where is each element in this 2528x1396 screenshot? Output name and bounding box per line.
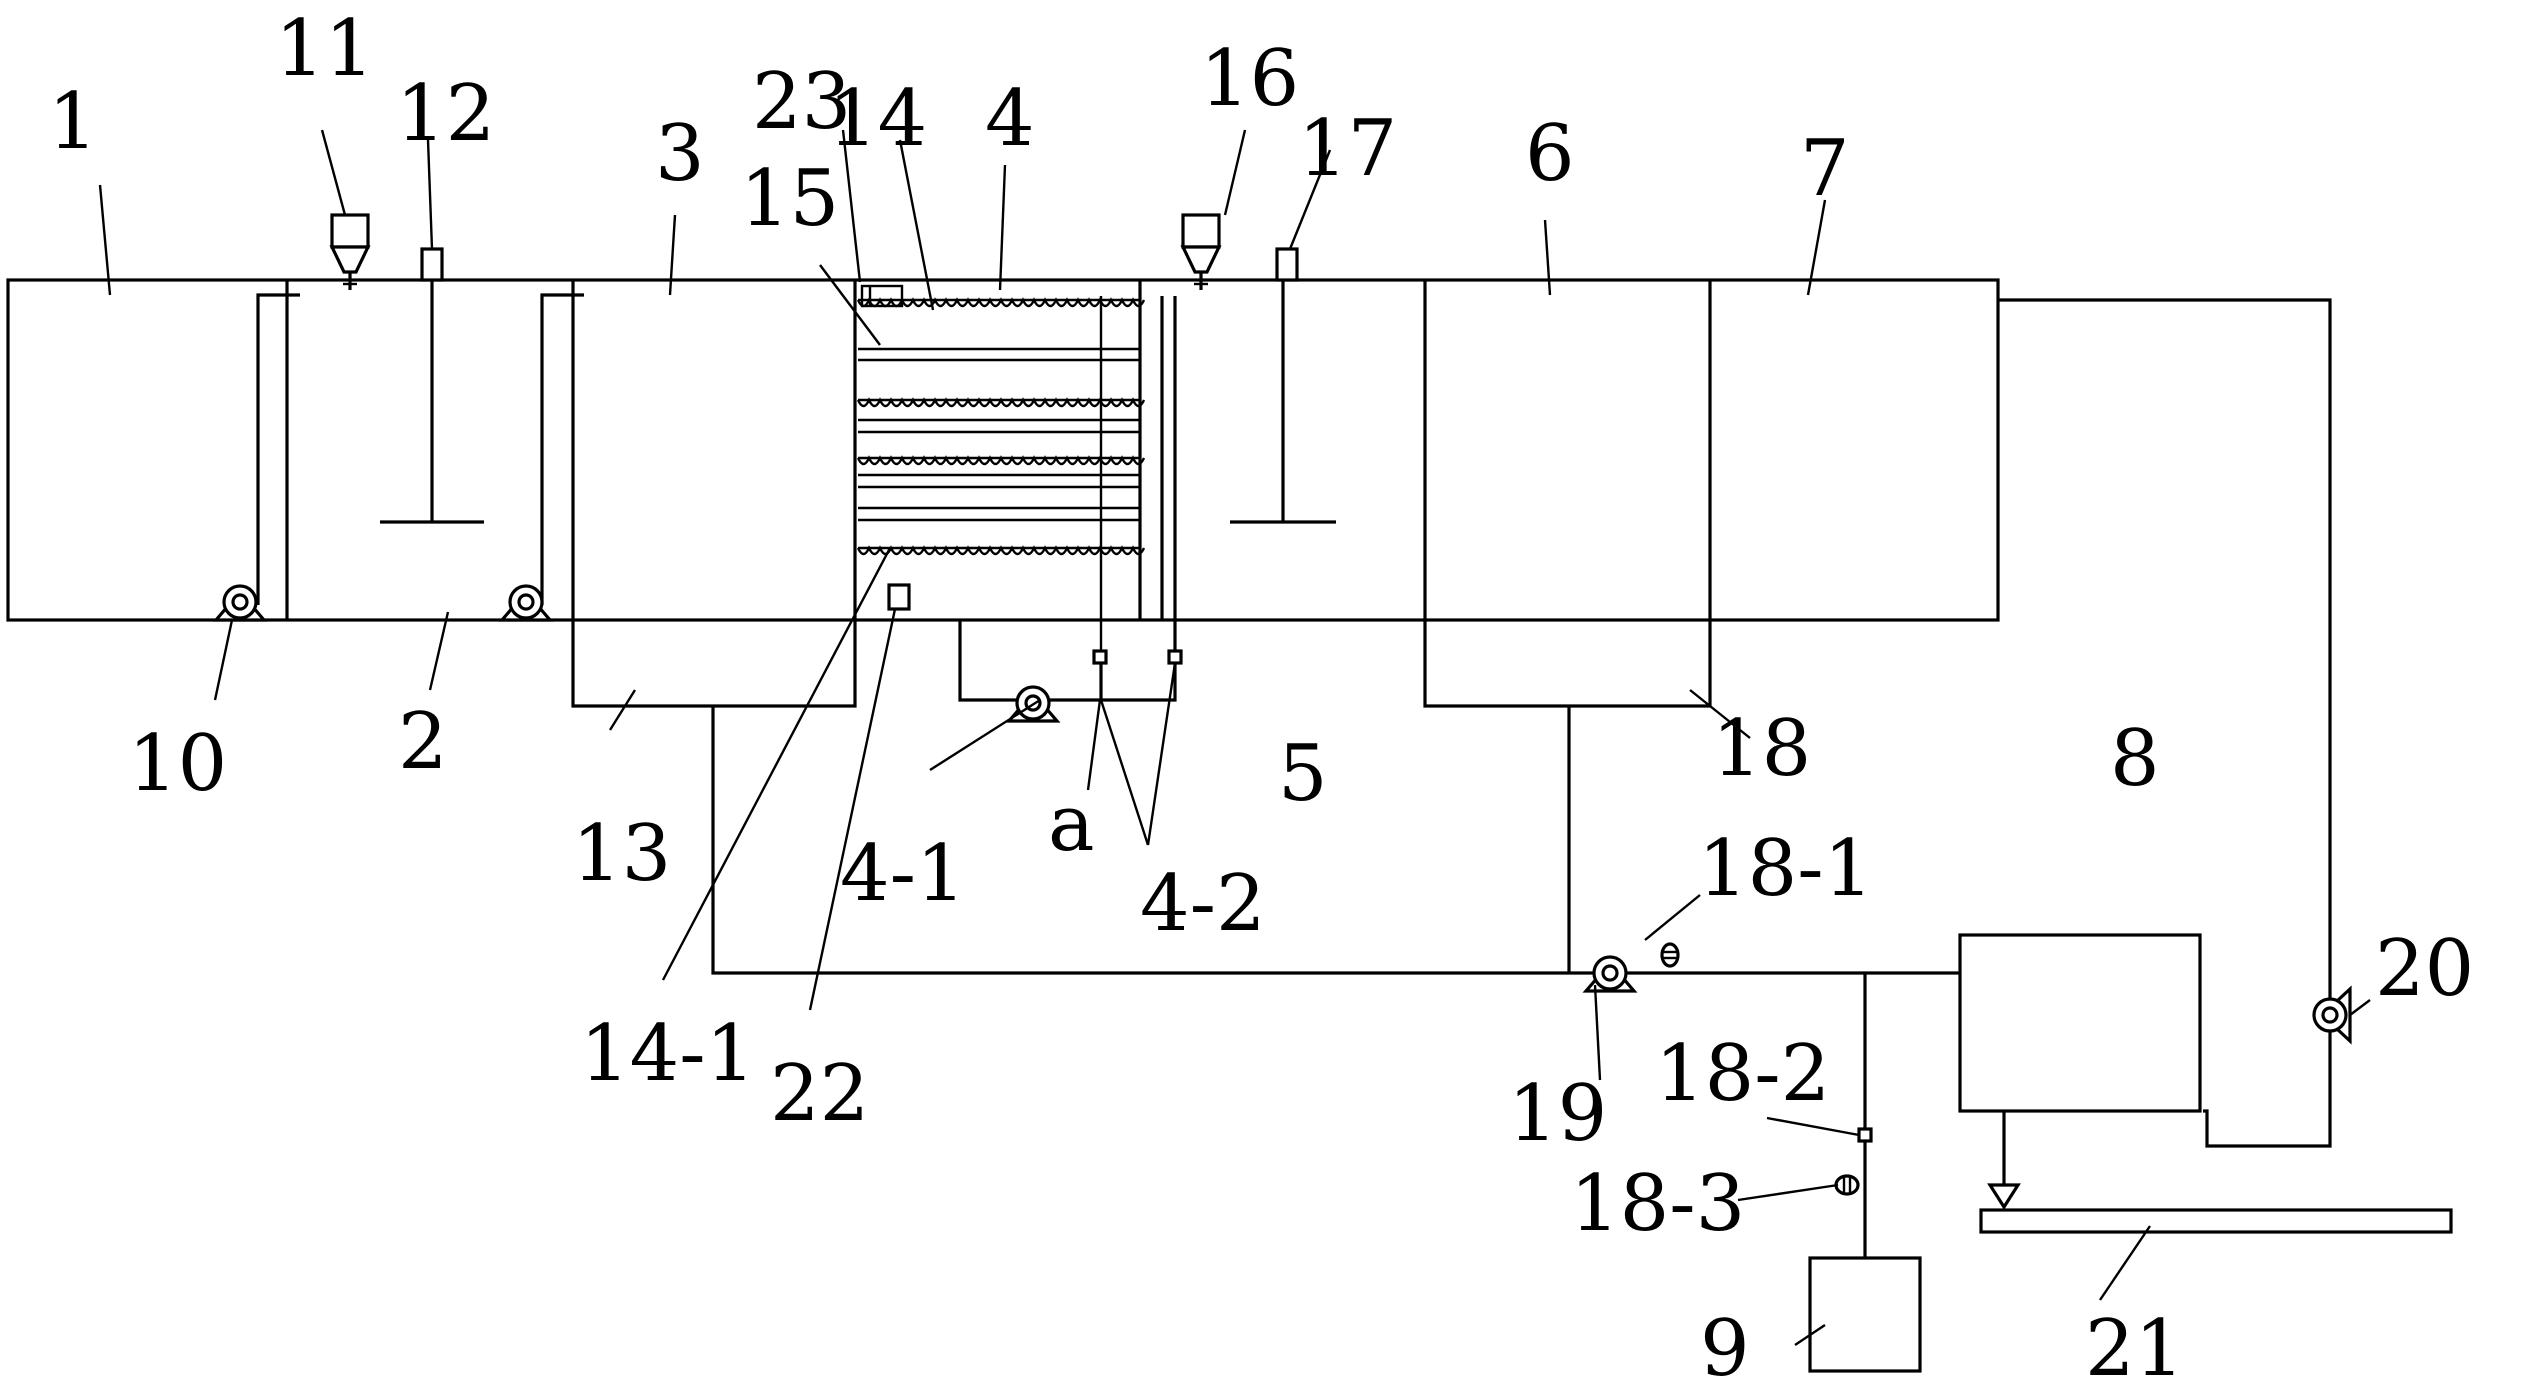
label-16: 16 [1200, 34, 1299, 124]
sludge-pipe-network [711, 706, 1960, 1258]
label-7: 7 [1800, 124, 1850, 214]
label-14: 14 [828, 74, 927, 164]
label-18-2: 18-2 [1655, 1029, 1830, 1119]
label-22: 22 [770, 1049, 869, 1139]
label-18-3: 18-3 [1570, 1159, 1745, 1249]
tank-4-internals [856, 284, 1177, 655]
sensor-17 [1275, 247, 1299, 282]
label-20: 20 [2375, 924, 2474, 1014]
label-a: a [1048, 779, 1095, 869]
label-21: 21 [2085, 1304, 2184, 1391]
valve-18-2 [1857, 1127, 1873, 1143]
stirrer-tank-5 [1230, 270, 1336, 524]
label-13: 13 [572, 809, 671, 899]
label-6: 6 [1525, 109, 1575, 199]
dosing-hopper-16 [1180, 213, 1222, 290]
probe-4-2b [1167, 649, 1183, 665]
sludge-tank-18 [1423, 620, 1712, 708]
label-12: 12 [396, 69, 495, 159]
tank-2-riser-pipe [540, 293, 584, 605]
dosing-hopper-11 [329, 213, 371, 290]
pump-4-1-loop [958, 620, 1183, 702]
valve-18-1 [1660, 942, 1680, 968]
label-18-1: 18-1 [1698, 824, 1873, 914]
label-19: 19 [1508, 1069, 1607, 1159]
label-4-2: 4-2 [1140, 859, 1266, 949]
label-15: 15 [740, 154, 839, 244]
main-tank-row [6, 278, 2000, 622]
pump-4-1 [1005, 685, 1061, 723]
label-1: 1 [48, 77, 98, 167]
label-4-1: 4-1 [840, 829, 966, 919]
dewatering-unit-8 [1958, 298, 2332, 1210]
label-8: 8 [2110, 714, 2160, 804]
conveyor-21 [1979, 1208, 2453, 1234]
tank-1-riser-pipe [256, 293, 300, 605]
stirrer-tank-2 [380, 270, 484, 524]
pump-20 [2312, 985, 2352, 1045]
label-5: 5 [1278, 729, 1328, 819]
valve-18-3 [1834, 1174, 1860, 1196]
label-11: 11 [275, 4, 374, 94]
label-14-1: 14-1 [580, 1009, 755, 1099]
label-18: 18 [1712, 704, 1811, 794]
label-4: 4 [985, 74, 1035, 164]
tank-9 [1808, 1256, 1922, 1373]
pump-19 [1582, 955, 1638, 993]
label-10: 10 [128, 719, 227, 809]
sensor-22 [887, 583, 911, 611]
label-9: 9 [1700, 1304, 1750, 1391]
leader-lines [98, 129, 2371, 1346]
label-3: 3 [655, 109, 705, 199]
pump-2-3 [498, 584, 554, 622]
media-rows-14 [856, 297, 1146, 556]
label-17: 17 [1298, 104, 1397, 194]
label-2: 2 [398, 697, 448, 787]
sensor-12 [420, 247, 444, 282]
pump-10 [212, 584, 268, 622]
probe-4-2a [1092, 649, 1108, 665]
pumps [212, 584, 2352, 1045]
labels: 1 11 12 3 23 14 4 15 16 17 6 7 10 2 13 4… [48, 4, 2474, 1394]
label-23: 23 [752, 57, 851, 147]
